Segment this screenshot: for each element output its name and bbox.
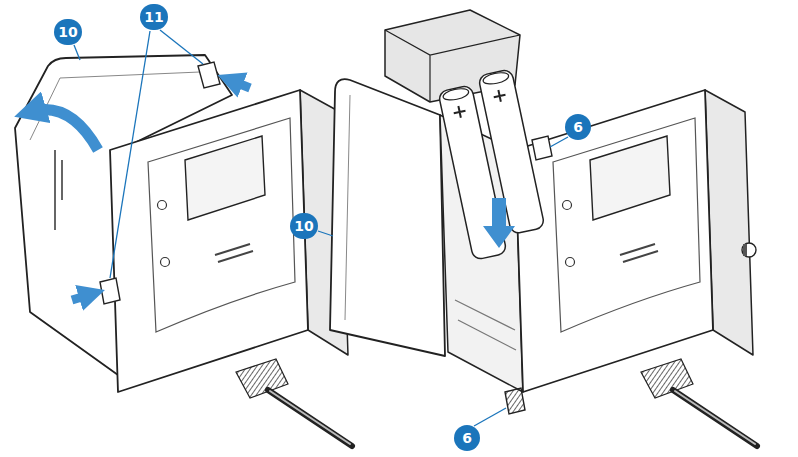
callout-number: 10: [290, 213, 317, 239]
callout-number: 10: [54, 19, 81, 45]
callout-number: 6: [565, 114, 591, 140]
callout-number: 11: [140, 4, 167, 30]
callout-number: 6: [454, 425, 480, 451]
